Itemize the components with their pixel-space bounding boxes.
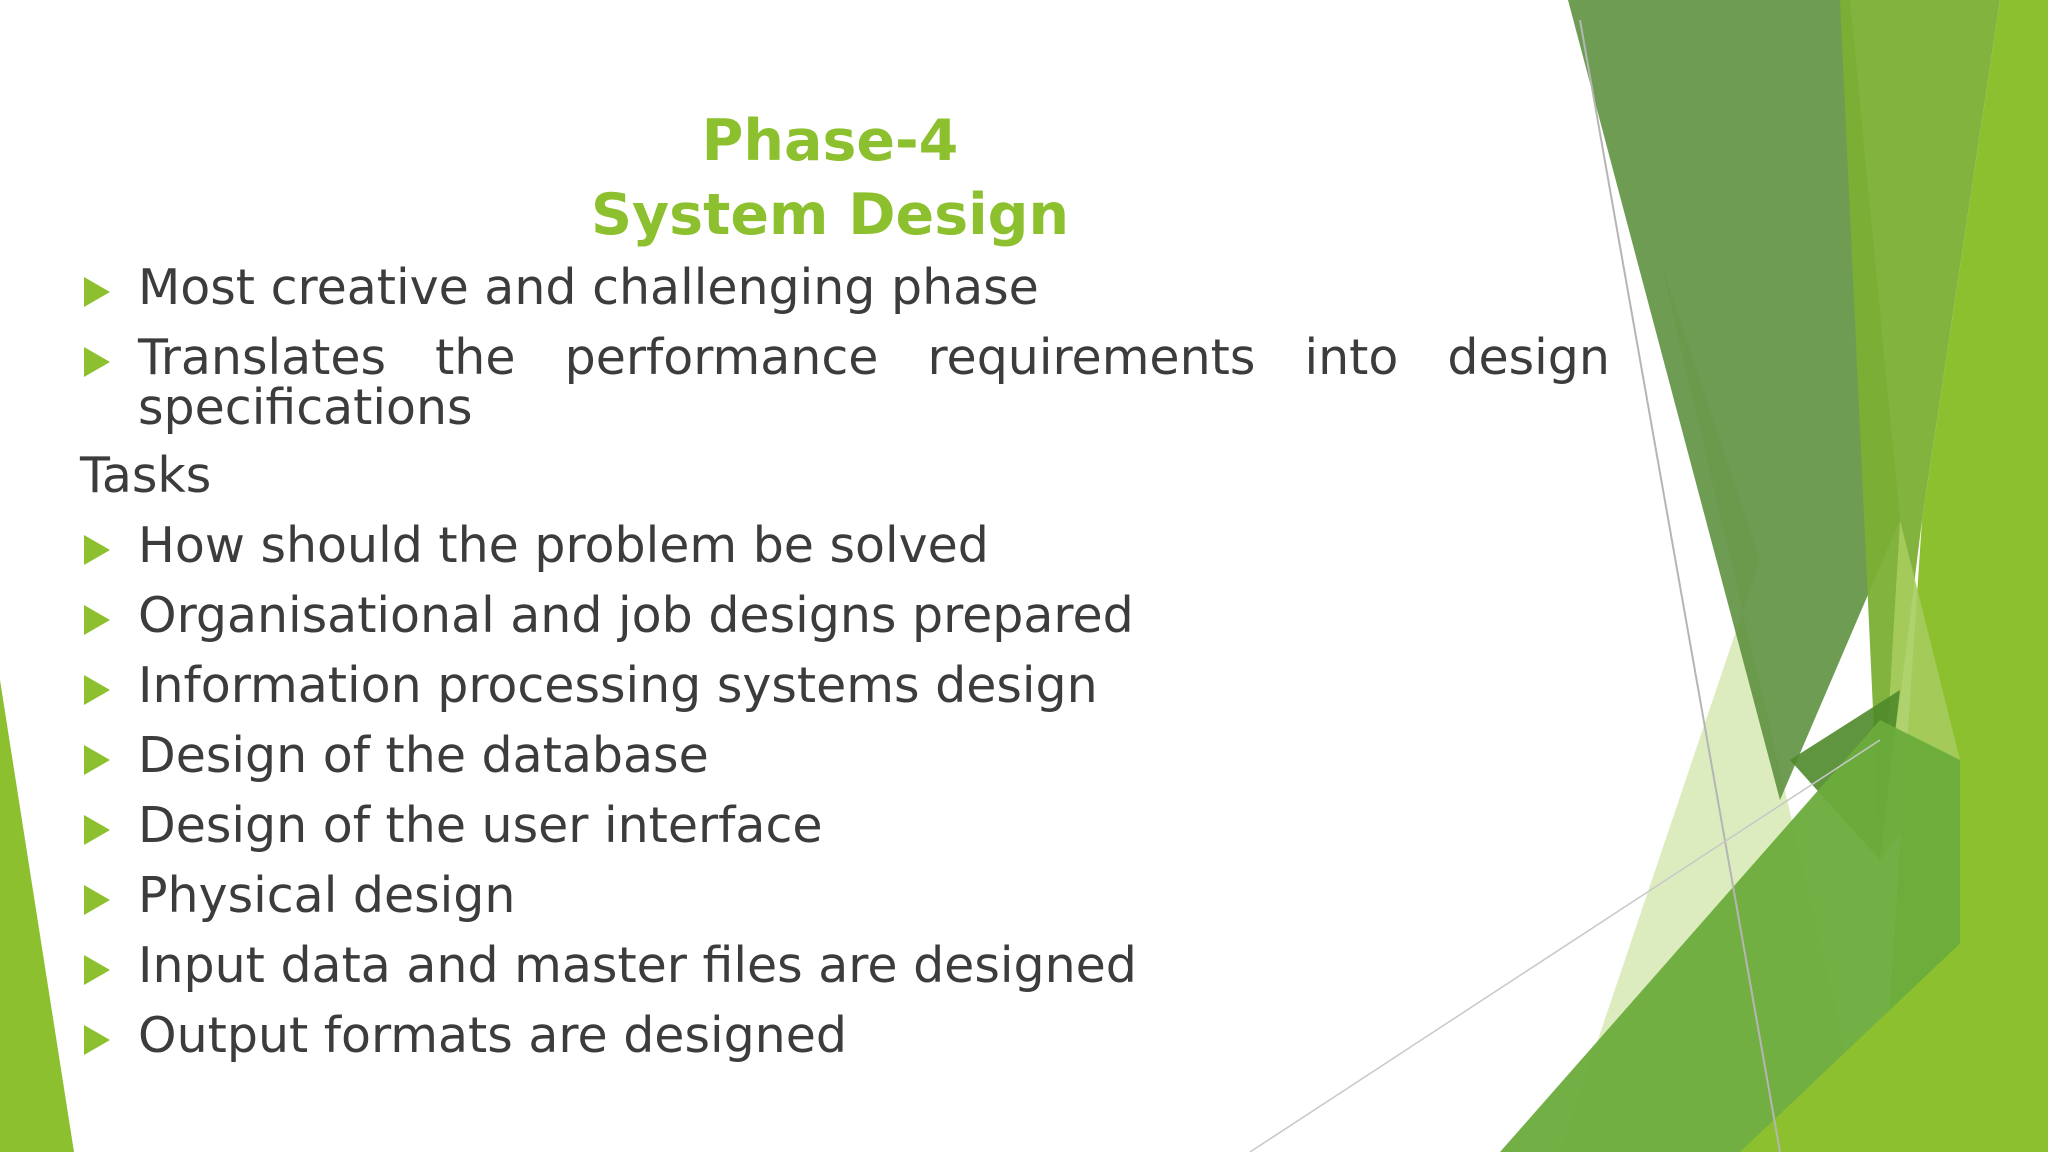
task-text: Output formats are designed: [138, 1007, 847, 1064]
task-item: Organisational and job designs prepared: [80, 590, 1610, 642]
word: requirements: [927, 329, 1256, 386]
section-label-tasks: Tasks: [80, 447, 212, 504]
task-text: Organisational and job designs prepared: [138, 587, 1134, 644]
triangle-bullet-icon: [84, 955, 110, 985]
word: performance: [564, 329, 879, 386]
right-dark-shard-top: [1568, 0, 1900, 800]
triangle-bullet-icon: [84, 535, 110, 565]
right-mid-shard: [1840, 0, 2000, 860]
triangle-bullet-icon: [84, 605, 110, 635]
word: design: [1447, 329, 1610, 386]
title-line-phase: Phase-4: [701, 108, 959, 174]
task-text: Design of the user interface: [138, 797, 823, 854]
word: the: [435, 329, 516, 386]
thin-line-diagonal: [1249, 739, 1881, 1152]
thin-line-vertical: [1579, 19, 1781, 1152]
triangle-bullet-icon: [84, 1025, 110, 1055]
task-text: How should the problem be solved: [138, 517, 989, 574]
task-item: Physical design: [80, 870, 1610, 922]
task-item: Input data and master files are designed: [80, 940, 1610, 992]
task-text: Design of the database: [138, 727, 709, 784]
bullet-text: Most creative and challenging phase: [138, 259, 1039, 316]
justified-line: Translates the performance requirements …: [138, 332, 1610, 384]
task-text: Information processing systems design: [138, 657, 1098, 714]
task-text: Input data and master files are designed: [138, 937, 1137, 994]
right-lime-shard-bottom: [1740, 860, 2048, 1152]
task-item: Design of the user interface: [80, 800, 1610, 852]
task-item: Output formats are designed: [80, 1010, 1610, 1062]
triangle-bullet-icon: [84, 745, 110, 775]
task-text: Physical design: [138, 867, 516, 924]
task-item: Design of the database: [80, 730, 1610, 782]
triangle-bullet-icon: [84, 675, 110, 705]
slide-body: Most creative and challenging phase Tran…: [80, 262, 1610, 1080]
triangle-bullet-icon: [84, 277, 110, 307]
word: into: [1304, 329, 1399, 386]
task-item: How should the problem be solved: [80, 520, 1610, 572]
word: Translates: [138, 329, 387, 386]
triangle-bullet-icon: [84, 347, 110, 377]
bullet-item: Translates the performance requirements …: [80, 332, 1610, 432]
bullet-continuation: specifications: [138, 379, 473, 436]
left-green-shard: [0, 680, 74, 1152]
title-line-system-design: System Design: [590, 182, 1070, 248]
slide-title: Phase-4 System Design: [480, 104, 1180, 252]
triangle-bullet-icon: [84, 885, 110, 915]
right-green-shard-bottom: [1500, 720, 1960, 1152]
triangle-bullet-icon: [84, 815, 110, 845]
bullet-item: Most creative and challenging phase: [80, 262, 1610, 314]
task-item: Information processing systems design: [80, 660, 1610, 712]
